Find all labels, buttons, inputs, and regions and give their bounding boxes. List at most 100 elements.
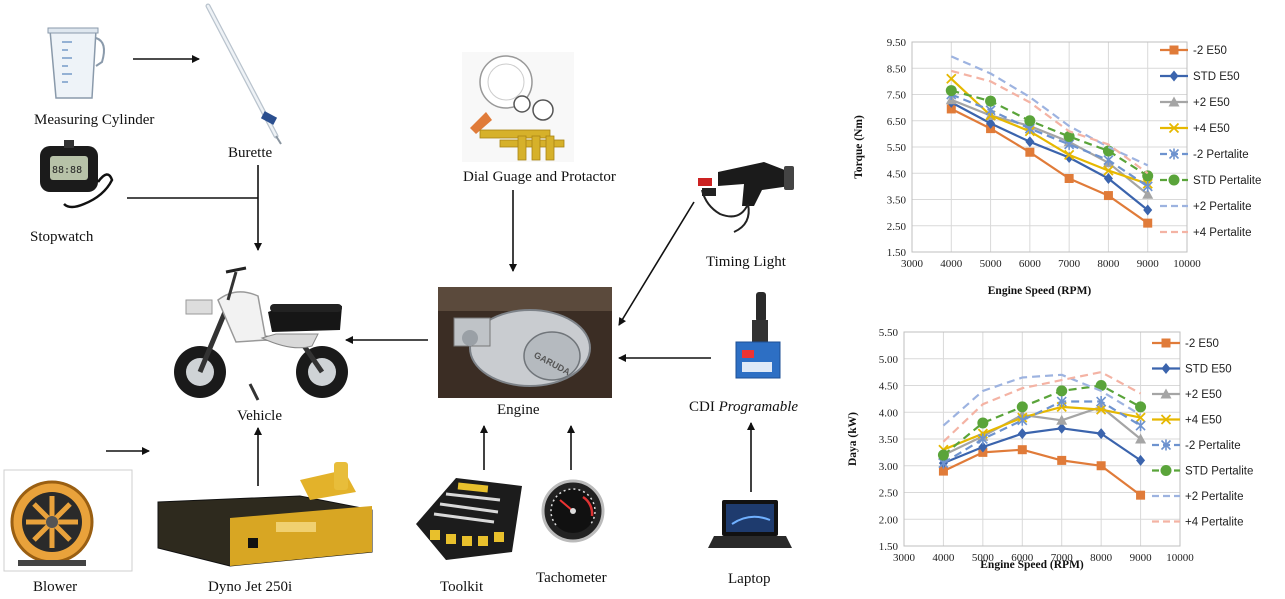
legend-swatch-marker [1169, 45, 1179, 55]
blower-label: Blower [33, 579, 77, 595]
series-std-pertalite [937, 380, 1147, 461]
data-point [1056, 396, 1067, 408]
y-axis-title: Daya (kW) [847, 412, 859, 466]
legend-label: -2 Pertalite [1193, 149, 1249, 161]
data-point [1096, 428, 1106, 440]
legend-label: +4 Pertalite [1185, 517, 1244, 529]
series-line [951, 69, 1149, 175]
legend-label: +2 E50 [1193, 97, 1230, 109]
stopwatch-illustration: 88:88 [40, 140, 114, 209]
y-tick-label: 3.50 [887, 195, 907, 207]
x-tick-label: 7000 [1058, 258, 1081, 270]
legend-item-minus2-pertalite: -2 Pertalite [1160, 148, 1249, 161]
data-point [1057, 422, 1067, 434]
legend-label: STD Pertalite [1185, 466, 1253, 478]
legend-item-plus4-pertalite: +4 Pertalite [1152, 517, 1244, 529]
series-line [950, 107, 1149, 225]
y-tick-label: 6.50 [887, 116, 907, 128]
legend-item-minus2-e50: -2 E50 [1160, 45, 1227, 57]
legend-item-std-pertalite: STD Pertalite [1152, 465, 1253, 478]
data-point [1143, 204, 1153, 216]
engine-label: Engine [497, 402, 540, 418]
legend-swatch-marker [1160, 414, 1172, 425]
legend-label: STD E50 [1193, 71, 1240, 83]
laptop-label: Laptop [728, 571, 771, 587]
measuring-cylinder-illustration [47, 27, 105, 99]
series-line [942, 373, 1142, 427]
legend-item-plus2-e50: +2 E50 [1160, 96, 1230, 109]
legend-label: +4 Pertalite [1193, 227, 1252, 239]
x-tick-label: 4000 [932, 552, 955, 564]
legend-item-plus4-e50: +4 E50 [1160, 122, 1230, 135]
data-point [938, 466, 948, 476]
data-point [1103, 173, 1113, 184]
series-plus4-pertalite [942, 371, 1142, 443]
data-point [1103, 191, 1113, 201]
y-tick-label: 9.50 [887, 37, 907, 49]
legend-item-std-e50: STD E50 [1160, 70, 1240, 83]
series-plus4-pertalite [951, 69, 1149, 175]
data-point [985, 95, 997, 107]
series-line [950, 98, 1149, 196]
blower-illustration [3, 469, 133, 572]
data-point [985, 104, 996, 116]
data-point [1056, 414, 1068, 425]
plot-area [911, 41, 1188, 253]
legend-swatch-marker [1169, 70, 1179, 82]
legend-label: -2 E50 [1185, 338, 1219, 350]
data-point [946, 104, 956, 114]
data-point [1064, 149, 1075, 161]
data-point [1135, 401, 1147, 413]
data-point [1136, 490, 1146, 500]
y-tick-label: 2.00 [879, 514, 899, 526]
data-point [1142, 180, 1153, 192]
series-minus2-pertalite [938, 396, 1146, 469]
data-point [1016, 401, 1028, 413]
tachometer-label: Tachometer [536, 570, 607, 586]
data-point [1095, 380, 1107, 391]
x-tick-label: 7000 [1051, 552, 1074, 564]
series-std-e50 [946, 96, 1153, 216]
x-tick-label: 5000 [972, 552, 995, 564]
legend-swatch-marker [1160, 439, 1172, 451]
data-point [1142, 170, 1154, 182]
series-minus2-pertalite [946, 89, 1153, 192]
measuring-cylinder-label: Measuring Cylinder [34, 112, 154, 128]
data-point [1096, 396, 1107, 408]
y-tick-label: 5.50 [879, 327, 899, 339]
x-tick-label: 3000 [901, 258, 924, 270]
data-point [1103, 154, 1114, 166]
series-line [951, 89, 1149, 177]
series-line [942, 427, 1142, 465]
x-axis-title: Engine Speed (RPM) [988, 285, 1092, 297]
legend-label: +4 E50 [1185, 415, 1222, 427]
vehicle-illustration [174, 266, 348, 401]
torque-chart: 1.502.503.504.505.506.507.508.509.503000… [853, 37, 1261, 297]
y-tick-label: 7.50 [887, 90, 907, 102]
y-tick-label: 4.50 [879, 381, 899, 393]
data-point [1063, 131, 1075, 142]
data-point [1135, 412, 1146, 423]
series-std-pertalite [945, 85, 1154, 182]
legend-label: -2 Pertalite [1185, 440, 1241, 452]
stopwatch-label: Stopwatch [30, 229, 94, 245]
data-point [1017, 428, 1027, 440]
x-tick-label: 9000 [1137, 258, 1160, 270]
y-tick-label: 5.50 [887, 142, 907, 154]
data-point [1024, 115, 1036, 127]
laptop-illustration [708, 500, 792, 548]
y-tick-label: 1.50 [879, 541, 899, 553]
y-tick-label: 4.00 [879, 407, 899, 419]
power-chart: 1.502.002.503.003.504.004.505.005.503000… [847, 327, 1253, 571]
series-plus4-e50 [946, 73, 1153, 189]
data-point [1096, 461, 1106, 471]
legend-label: +2 E50 [1185, 389, 1222, 401]
data-point [1025, 136, 1035, 148]
legend-swatch-marker [1168, 122, 1180, 134]
series-line [942, 384, 1142, 456]
x-tick-label: 6000 [1019, 258, 1042, 270]
cdi-illustration [735, 292, 781, 379]
legend-item-plus4-pertalite: +4 Pertalite [1160, 227, 1252, 239]
legend-label: STD Pertalite [1193, 175, 1261, 187]
x-tick-label: 10000 [1166, 552, 1194, 564]
